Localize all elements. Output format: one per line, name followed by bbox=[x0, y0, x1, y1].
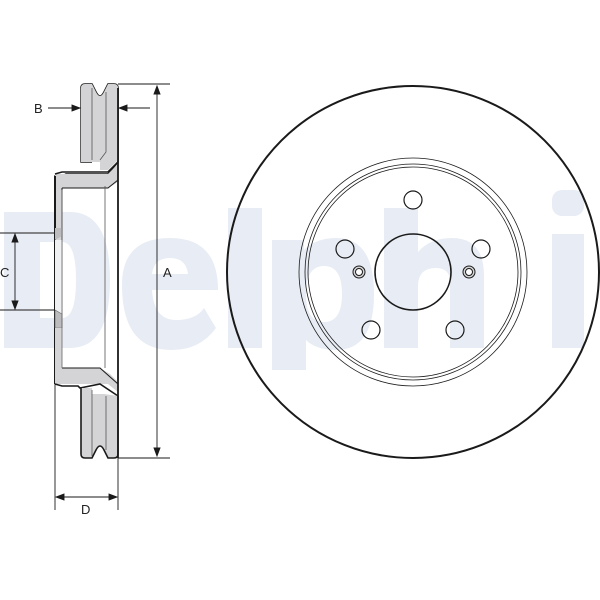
centre-bore bbox=[374, 233, 452, 311]
dimension-lines bbox=[0, 83, 170, 510]
dimension-label-b: B bbox=[34, 101, 43, 116]
dimension-label-d: D bbox=[81, 502, 91, 517]
front-view bbox=[226, 85, 600, 459]
section-view bbox=[54, 83, 119, 459]
bolt-hole bbox=[471, 239, 491, 259]
hat-ring-inner bbox=[307, 166, 519, 378]
hat-ring-outer bbox=[298, 157, 528, 387]
dimension-label-c: C bbox=[0, 265, 10, 280]
delphi-watermark bbox=[4, 190, 584, 370]
bolt-hole bbox=[361, 320, 381, 340]
outer-edge bbox=[226, 85, 600, 459]
bolt-hole bbox=[403, 190, 423, 210]
bolt-hole bbox=[445, 320, 465, 340]
bolt-hole bbox=[335, 239, 355, 259]
hat-ring-mid bbox=[304, 163, 522, 381]
dimension-label-a: A bbox=[163, 265, 172, 280]
